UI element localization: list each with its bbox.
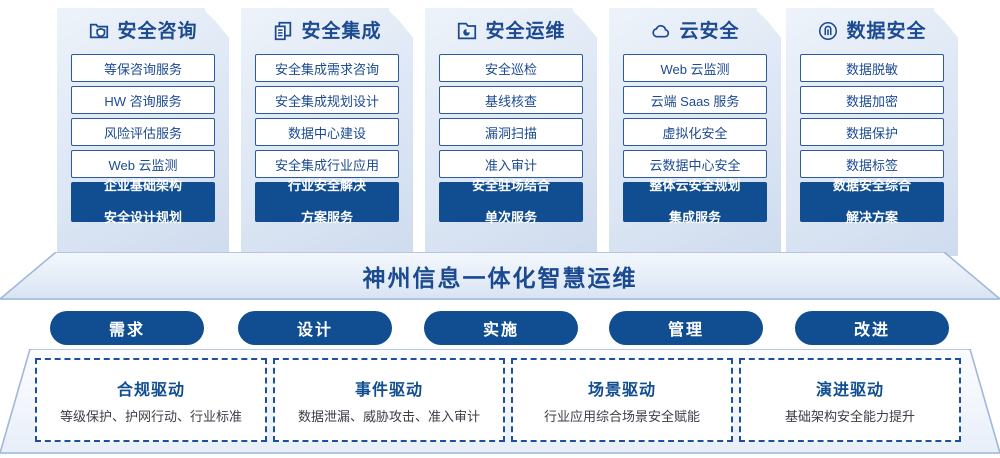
- pill-improvement[interactable]: 改进: [795, 311, 949, 345]
- driver-incident[interactable]: 事件驱动 数据泄漏、威胁攻击、准入审计: [273, 358, 505, 442]
- panel-title: 安全集成: [301, 20, 382, 42]
- pill-implementation[interactable]: 实施: [424, 311, 578, 345]
- panel-cloud-security[interactable]: 云安全 Web 云监测 云端 Saas 服务 虚拟化安全 云数据中心安全 整体云…: [609, 8, 781, 256]
- panel-item[interactable]: 数据保护: [800, 118, 944, 146]
- drivers-outline: [0, 349, 1000, 454]
- panel-item[interactable]: 虚拟化安全: [623, 118, 767, 146]
- panel-security-operations[interactable]: 安全运维 安全巡检 基线核查 漏洞扫描 准入审计 安全驻场结合 单次服务: [425, 8, 597, 256]
- panel-highlight-line1: 企业基础架构: [103, 178, 182, 193]
- driver-subtitle: 基础架构安全能力提升: [784, 408, 915, 424]
- driver-title: 场景驱动: [587, 381, 656, 399]
- panel-item[interactable]: 数据加密: [800, 86, 944, 114]
- panel-highlight-line2: 集成服务: [668, 210, 721, 225]
- folder-shield-icon: [88, 20, 110, 42]
- banner-title: 神州信息一体化智慧运维: [362, 265, 638, 291]
- panel-highlight-line2: 解决方案: [845, 210, 898, 225]
- panel-item[interactable]: 云端 Saas 服务: [623, 86, 767, 114]
- panel-highlight-line1: 安全驻场结合: [471, 178, 550, 193]
- fingerprint-icon: [817, 20, 839, 42]
- panel-item[interactable]: 安全集成需求咨询: [255, 54, 399, 82]
- panel-item[interactable]: 风险评估服务: [71, 118, 215, 146]
- banner-outline: [0, 252, 1000, 300]
- panel-item[interactable]: Web 云监测: [71, 150, 215, 178]
- panel-highlight[interactable]: 整体云安全规划 集成服务: [623, 178, 767, 225]
- panel-highlight-line2: 单次服务: [484, 210, 537, 225]
- panel-highlight-line1: 数据安全综合: [832, 178, 911, 193]
- panel-item-list: 安全巡检 基线核查 漏洞扫描 准入审计 安全驻场结合 单次服务: [425, 54, 597, 225]
- panel-item[interactable]: 基线核查: [439, 86, 583, 114]
- panel-highlight[interactable]: 安全驻场结合 单次服务: [439, 178, 583, 225]
- panel-highlight[interactable]: 数据安全综合 解决方案: [800, 178, 944, 225]
- pill-requirements[interactable]: 需求: [50, 311, 204, 345]
- panel-highlight-line1: 行业安全解决: [287, 178, 366, 193]
- panel-highlight-line2: 方案服务: [300, 210, 353, 225]
- capability-panels: 安全咨询 等保咨询服务 HW 咨询服务 风险评估服务 Web 云监测 企业基础架…: [0, 8, 1000, 256]
- driver-evolution[interactable]: 演进驱动 基础架构安全能力提升: [739, 358, 961, 442]
- panel-item[interactable]: Web 云监测: [623, 54, 767, 82]
- panel-header: 云安全: [609, 8, 781, 54]
- panel-title: 安全运维: [485, 20, 566, 42]
- panel-item[interactable]: 漏洞扫描: [439, 118, 583, 146]
- panel-header: 数据安全: [786, 8, 958, 54]
- panel-security-consulting[interactable]: 安全咨询 等保咨询服务 HW 咨询服务 风险评估服务 Web 云监测 企业基础架…: [57, 8, 229, 256]
- panel-security-integration[interactable]: 安全集成 安全集成需求咨询 安全集成规划设计 数据中心建设 安全集成行业应用 行…: [241, 8, 413, 256]
- driver-title: 事件驱动: [354, 381, 423, 399]
- lifecycle-pills: 需求 设计 实施 管理 改进: [0, 311, 1000, 347]
- panel-title: 安全咨询: [117, 20, 198, 42]
- panel-header: 安全运维: [425, 8, 597, 54]
- pill-management[interactable]: 管理: [609, 311, 763, 345]
- panel-highlight[interactable]: 行业安全解决 方案服务: [255, 178, 399, 225]
- cloud-icon: [650, 20, 672, 42]
- panel-highlight-line1: 整体云安全规划: [649, 178, 741, 193]
- panel-item-list: Web 云监测 云端 Saas 服务 虚拟化安全 云数据中心安全 整体云安全规划…: [609, 54, 781, 225]
- banner-shape: [0, 252, 1000, 300]
- panel-item[interactable]: 数据脱敏: [800, 54, 944, 82]
- driver-title: 合规驱动: [116, 381, 185, 399]
- panel-title: 云安全: [679, 20, 740, 42]
- panel-highlight-line2: 安全设计规划: [103, 210, 182, 225]
- panel-item[interactable]: HW 咨询服务: [71, 86, 215, 114]
- panel-item[interactable]: 准入审计: [439, 150, 583, 178]
- panel-item[interactable]: 数据标签: [800, 150, 944, 178]
- driver-subtitle: 行业应用综合场景安全赋能: [543, 408, 700, 424]
- panel-item[interactable]: 安全集成规划设计: [255, 86, 399, 114]
- driver-title: 演进驱动: [815, 381, 884, 399]
- panel-item[interactable]: 安全集成行业应用: [255, 150, 399, 178]
- panel-header: 安全集成: [241, 8, 413, 54]
- driver-scenario[interactable]: 场景驱动 行业应用综合场景安全赋能: [511, 358, 733, 442]
- panel-title: 数据安全: [846, 20, 927, 42]
- panel-data-security[interactable]: 数据安全 数据脱敏 数据加密 数据保护 数据标签 数据安全综合 解决方案: [786, 8, 958, 256]
- pill-design[interactable]: 设计: [238, 311, 392, 345]
- panel-item[interactable]: 云数据中心安全: [623, 150, 767, 178]
- panel-item[interactable]: 安全巡检: [439, 54, 583, 82]
- panel-highlight[interactable]: 企业基础架构 安全设计规划: [71, 178, 215, 225]
- panel-item-list: 等保咨询服务 HW 咨询服务 风险评估服务 Web 云监测 企业基础架构 安全设…: [57, 54, 229, 225]
- panel-header: 安全咨询: [57, 8, 229, 54]
- documents-stack-icon: [272, 20, 294, 42]
- driver-compliance[interactable]: 合规驱动 等级保护、护网行动、行业标准: [35, 358, 267, 442]
- monitor-chart-icon: [456, 20, 478, 42]
- platform-banner: 神州信息一体化智慧运维: [0, 252, 1000, 300]
- panel-item-list: 安全集成需求咨询 安全集成规划设计 数据中心建设 安全集成行业应用 行业安全解决…: [241, 54, 413, 225]
- panel-item[interactable]: 等保咨询服务: [71, 54, 215, 82]
- driver-subtitle: 等级保护、护网行动、行业标准: [59, 408, 242, 424]
- driver-subtitle: 数据泄漏、威胁攻击、准入审计: [297, 408, 480, 424]
- panel-item-list: 数据脱敏 数据加密 数据保护 数据标签 数据安全综合 解决方案: [786, 54, 958, 225]
- drivers-section: 合规驱动 等级保护、护网行动、行业标准 事件驱动 数据泄漏、威胁攻击、准入审计 …: [0, 349, 1000, 454]
- panel-item[interactable]: 数据中心建设: [255, 118, 399, 146]
